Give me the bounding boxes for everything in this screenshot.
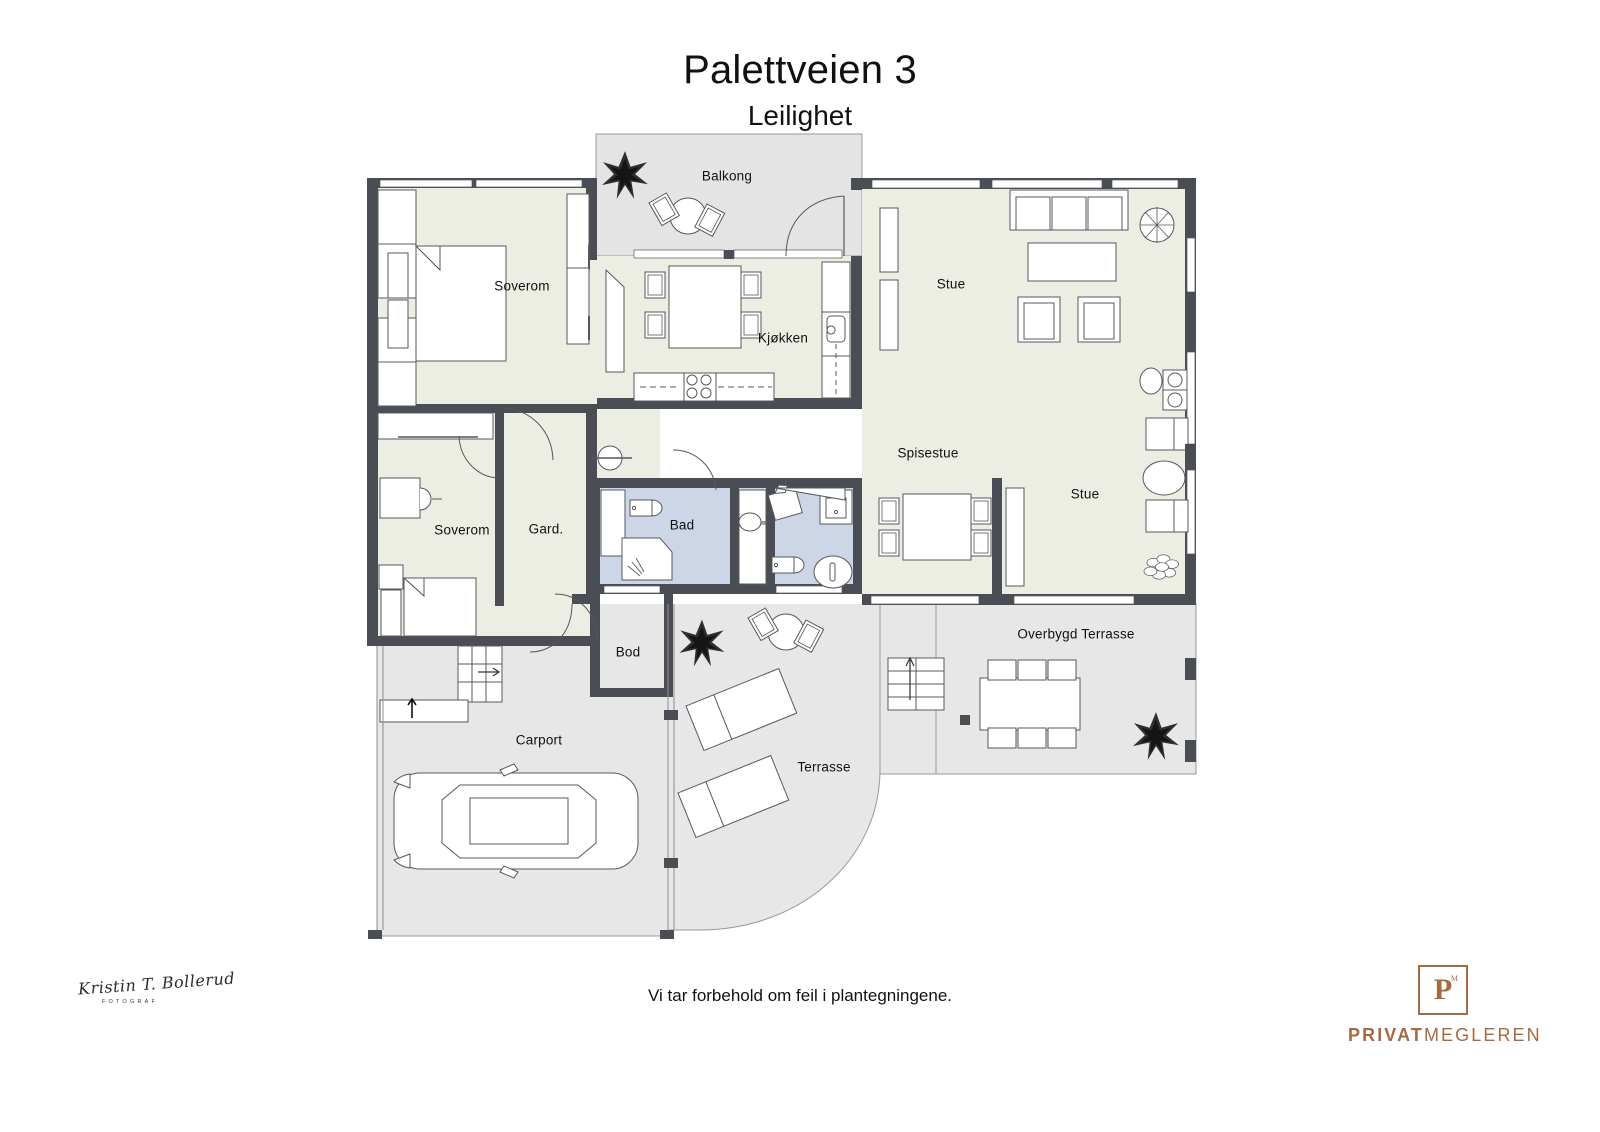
- room-label-terrasse: Terrasse: [797, 759, 851, 775]
- room-label-stue: Stue: [1070, 486, 1100, 502]
- room-label-soverom: Soverom: [494, 278, 550, 294]
- page-title: Palettveien 3: [683, 48, 917, 92]
- room-label-bad: Bad: [669, 517, 695, 533]
- photographer-signature: Kristin T. Bollerud: [77, 968, 236, 999]
- broker-name-bold: PRIVAT: [1348, 1025, 1424, 1045]
- broker-logo-mark-box: P M: [1418, 965, 1468, 1015]
- photographer-credit: Kristin T. Bollerud FOTOGRAF: [77, 969, 235, 1030]
- photographer-role: FOTOGRAF: [102, 999, 159, 1005]
- broker-logo-letter: P: [1433, 973, 1453, 1006]
- room-label-kj-kken: Kjøkken: [757, 330, 809, 346]
- broker-name-light: MEGLEREN: [1423, 1025, 1542, 1045]
- room-label-carport: Carport: [515, 732, 563, 748]
- room-label-gard: Gard.: [528, 521, 564, 537]
- page-subtitle: Leilighet: [747, 100, 853, 131]
- room-label-soverom: Soverom: [434, 522, 490, 538]
- room-label-balkong: Balkong: [701, 168, 753, 184]
- disclaimer-text: Vi tar forbehold om feil i plantegningen…: [648, 986, 952, 1005]
- room-label-bod: Bod: [615, 644, 641, 660]
- broker-logo-superscript: M: [1450, 974, 1458, 983]
- broker-logo-name: PRIVATMEGLEREN: [1348, 1025, 1540, 1046]
- room-label-overbygd-terrasse: Overbygd Terrasse: [1017, 626, 1135, 642]
- room-label-stue: Stue: [936, 276, 966, 292]
- room-label-spisestue: Spisestue: [897, 445, 959, 461]
- broker-logo: P M PRIVATMEGLEREN: [1348, 965, 1540, 1050]
